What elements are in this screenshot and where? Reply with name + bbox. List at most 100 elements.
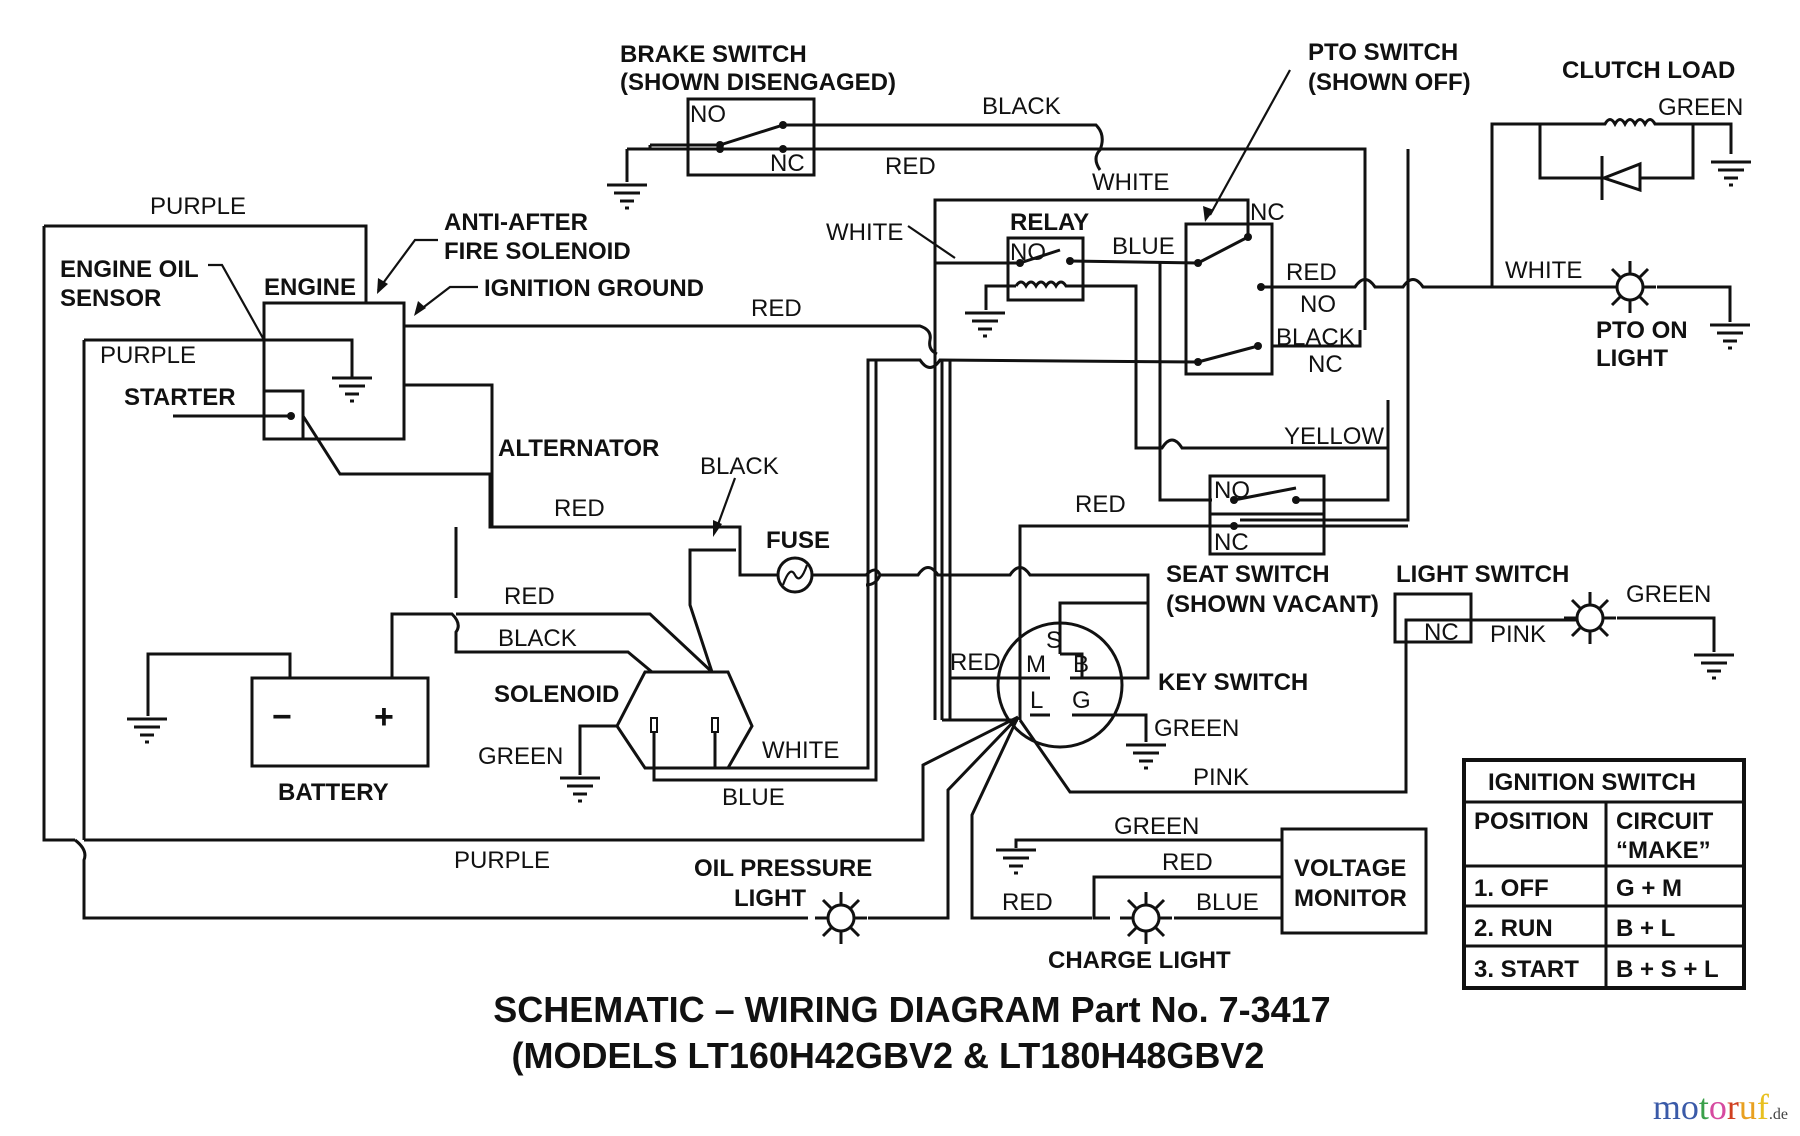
seat-switch-label: SEAT SWITCH: [1166, 561, 1330, 588]
seat-switch: NO NC SEAT SWITCH (SHOWN VACANT): [1166, 474, 1379, 618]
wire-label-blue-solenoid: BLUE: [722, 784, 785, 811]
wire-label-red-key: RED: [950, 649, 1001, 676]
voltage-monitor: VOLTAGE MONITOR: [1280, 827, 1428, 935]
table-row-position: 3. START: [1474, 956, 1579, 983]
brake-switch-label: BRAKE SWITCH: [620, 41, 807, 68]
wire-label-pink-key: PINK: [1193, 764, 1249, 791]
wire-label-green-solenoid: GREEN: [478, 743, 563, 770]
wire-label-white-relay: WHITE: [826, 219, 903, 246]
wire-label-pink-light: PINK: [1490, 621, 1546, 648]
pto-on-light-label-2: LIGHT: [1596, 345, 1668, 372]
light-switch: LIGHT SWITCH NC: [1393, 561, 1590, 646]
wire-label-white-pto-light: WHITE: [1505, 257, 1582, 284]
wire-label-purple-outer: PURPLE: [150, 193, 246, 220]
key-terminal-b: B: [1073, 651, 1089, 678]
key-terminal-l: L: [1030, 687, 1043, 714]
wire-label-blue-monitor: BLUE: [1196, 889, 1259, 916]
wire-label-black: BLACK: [982, 93, 1061, 120]
watermark-letter: o: [1708, 1087, 1727, 1127]
oil-pressure-light-icon: [813, 890, 869, 946]
pto-on-light-icon: [1602, 259, 1658, 315]
wire-label-green-monitor: GREEN: [1114, 813, 1199, 840]
watermark-letter: r: [1726, 1087, 1739, 1127]
wire-label-black-pto: BLACK: [1276, 324, 1355, 351]
wire-label-green-light: GREEN: [1626, 581, 1711, 608]
wire-label-white: WHITE: [1092, 169, 1169, 196]
table-row-circuit: B + S + L: [1616, 956, 1719, 983]
ground-icon: [963, 311, 1007, 338]
key-switch-label: KEY SWITCH: [1158, 669, 1308, 696]
headlight-icon: [1562, 590, 1618, 646]
wire-label-blue: BLUE: [1112, 233, 1175, 260]
wire-label-white-solenoid: WHITE: [762, 737, 839, 764]
ground-icon: [994, 848, 1038, 875]
watermark-letter: u: [1738, 1087, 1757, 1127]
watermark-suffix: .de: [1768, 1106, 1788, 1123]
brake-switch-state: (SHOWN DISENGAGED): [620, 69, 896, 96]
alternator-label: ALTERNATOR: [498, 435, 659, 462]
ground-icon: [558, 776, 602, 803]
table-header-make: “MAKE”: [1616, 837, 1711, 864]
battery-plus: +: [374, 698, 394, 736]
anti-after-fire-label-2: FIRE SOLENOID: [444, 238, 631, 265]
table-row-position: 2. RUN: [1474, 915, 1553, 942]
starter-label: STARTER: [124, 384, 236, 411]
watermark-letter: t: [1698, 1087, 1709, 1127]
brake-switch-nc: NC: [770, 150, 805, 177]
battery-minus: −: [272, 698, 292, 736]
pto-switch-state: (SHOWN OFF): [1308, 69, 1471, 96]
ignition-switch-table: IGNITION SWITCH POSITION CIRCUIT “MAKE” …: [1462, 758, 1746, 990]
watermark-letter: o: [1680, 1087, 1699, 1127]
pto-switch: PTO SWITCH (SHOWN OFF) NC NO NC: [1184, 39, 1471, 378]
relay: RELAY NO: [1006, 209, 1089, 302]
seat-switch-state: (SHOWN VACANT): [1166, 591, 1379, 618]
watermark-text: motoruf: [1653, 1087, 1769, 1127]
charge-light-icon: [1118, 890, 1174, 946]
table-row-circuit: G + M: [1616, 875, 1682, 902]
table-title: IGNITION SWITCH: [1488, 769, 1696, 796]
ground-icon: [1692, 653, 1736, 680]
clutch-load-label: CLUTCH LOAD: [1562, 57, 1735, 84]
key-switch: S M B L G KEY SWITCH: [996, 621, 1308, 749]
pto-switch-no: NO: [1300, 291, 1336, 318]
seat-switch-nc: NC: [1214, 529, 1249, 556]
relay-label: RELAY: [1010, 209, 1089, 236]
pto-switch-nc-bottom: NC: [1308, 351, 1343, 378]
watermark-letter: m: [1652, 1087, 1681, 1127]
engine: ENGINE ENGINE OIL SENSOR PURPLE STARTER …: [42, 193, 710, 842]
wire-label-black-fuse: BLACK: [700, 453, 779, 480]
key-terminal-s: S: [1046, 627, 1062, 654]
ground-icon: [1708, 323, 1752, 350]
wire-label-red-alternator: RED: [554, 495, 605, 522]
engine-oil-sensor-label: ENGINE OIL: [60, 256, 199, 283]
wire-label-red-seat: RED: [1075, 491, 1126, 518]
charge-light-label: CHARGE LIGHT: [1048, 947, 1231, 974]
engine-oil-sensor-label-2: SENSOR: [60, 285, 161, 312]
clutch-load: CLUTCH LOAD GREEN: [1490, 57, 1753, 287]
wire-label-green-key: GREEN: [1154, 715, 1239, 742]
wire-label-green-clutch: GREEN: [1658, 94, 1743, 121]
ground-icon: [125, 717, 169, 744]
wire-label-red-battery: RED: [504, 583, 555, 610]
oil-pressure-light-label: OIL PRESSURE: [694, 855, 872, 882]
anti-after-fire-label: ANTI-AFTER: [444, 209, 588, 236]
key-terminal-g: G: [1072, 687, 1091, 714]
engine-label: ENGINE: [264, 274, 356, 301]
wire-label-purple-inner: PURPLE: [100, 342, 196, 369]
light-switch-nc: NC: [1424, 619, 1459, 646]
ground-icon: [1709, 160, 1753, 187]
voltage-monitor-label: VOLTAGE: [1294, 855, 1406, 882]
seat-switch-no: NO: [1214, 477, 1250, 504]
wire-label-red: RED: [885, 153, 936, 180]
fuse: FUSE: [710, 525, 882, 594]
table-row-position: 1. OFF: [1474, 875, 1549, 902]
wire-label-black-battery: BLACK: [498, 625, 577, 652]
diagram-subtitle: (MODELS LT160H42GBV2 & LT180H48GBV2: [512, 1035, 1265, 1076]
wire-label-purple-bottom: PURPLE: [454, 847, 550, 874]
ground-icon: [330, 376, 374, 403]
pto-switch-label: PTO SWITCH: [1308, 39, 1458, 66]
ground-icon: [605, 183, 649, 210]
wire-label-yellow: YELLOW: [1284, 423, 1384, 450]
wire-label-red-ignition: RED: [751, 295, 802, 322]
